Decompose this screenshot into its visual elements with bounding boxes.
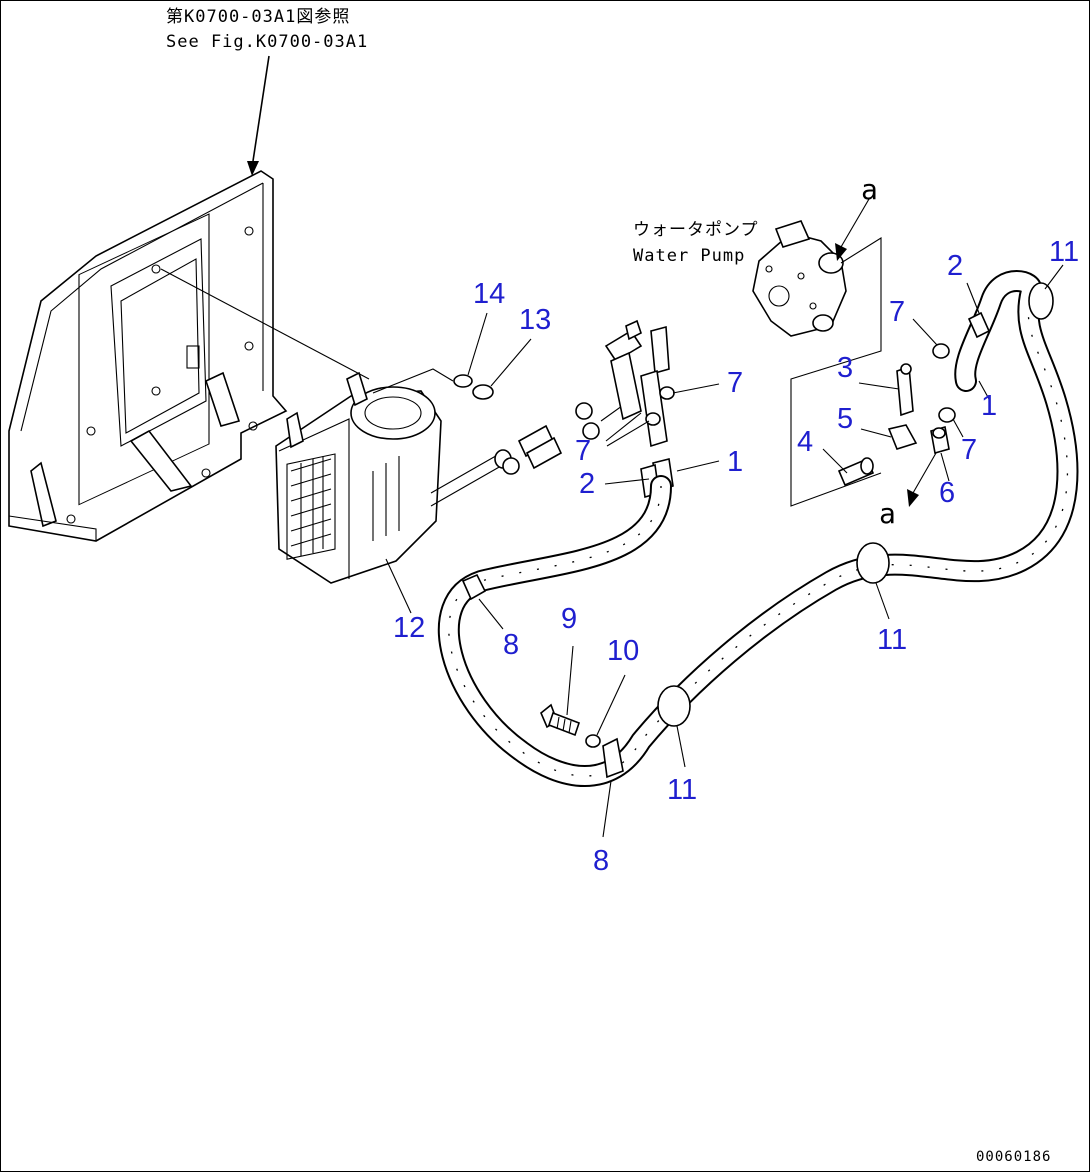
- callout-11b: 11: [877, 624, 907, 656]
- washer-part: [453, 374, 473, 388]
- callout-1a: 1: [727, 446, 743, 478]
- see-fig-en-text: See Fig.K0700-03A1: [166, 32, 368, 52]
- fitting-group-box: [790, 237, 882, 507]
- bolt-part: [540, 703, 581, 737]
- callout-8a: 8: [503, 629, 519, 661]
- callout-11c: 11: [667, 774, 697, 806]
- arrow-a-top-head: [835, 243, 847, 261]
- bracket-8-lower: [602, 737, 624, 779]
- callout-13-leader: [490, 338, 532, 387]
- callout-11c-leader: [676, 725, 686, 768]
- callout-3: 3: [837, 352, 853, 384]
- washer-10-part: [585, 734, 601, 748]
- callout-13: 13: [519, 304, 551, 336]
- callout-10-leader: [596, 674, 626, 736]
- callout-12-leader: [385, 558, 412, 614]
- callout-6: 6: [939, 477, 955, 509]
- heater-unit: [275, 371, 442, 584]
- callout-7c: 7: [889, 296, 905, 328]
- callout-8a-leader: [478, 598, 504, 630]
- callout-5-leader: [860, 428, 892, 438]
- callout-4: 4: [797, 426, 813, 458]
- callout-8b-leader: [602, 780, 612, 838]
- hose-2-right: [967, 311, 991, 339]
- arrow-a-bottom-head: [907, 489, 919, 507]
- clamp-7-right-top: [932, 343, 950, 359]
- bracket-8-upper: [461, 573, 487, 601]
- callout-7a: 7: [727, 367, 743, 399]
- callout-1b-leader: [978, 380, 990, 400]
- see-fig-jp-text: 第K0700-03A1図参照: [166, 7, 350, 27]
- clamp-11-lower: [657, 685, 691, 727]
- callout-5: 5: [837, 403, 853, 435]
- callout-9: 9: [561, 603, 577, 635]
- main-hose: [437, 270, 1079, 787]
- arrow-a-top-line: [840, 198, 870, 248]
- clamp-7-right-bottom: [938, 407, 956, 423]
- callout-6-leader: [940, 452, 950, 482]
- callout-9-leader: [566, 645, 574, 716]
- fitting-6: [930, 425, 950, 455]
- callout-1a-leader: [676, 460, 720, 472]
- callout-7d-leader: [952, 418, 964, 438]
- callout-7d: 7: [961, 434, 977, 466]
- water-pump-en-text: Water Pump: [633, 246, 745, 266]
- washer-leader: [372, 368, 454, 394]
- callout-2b-leader: [966, 282, 980, 314]
- nut-part: [472, 384, 494, 400]
- callout-14: 14: [473, 278, 505, 310]
- callout-7b: 7: [575, 435, 591, 467]
- callout-8b: 8: [593, 845, 609, 877]
- fitting-4: [837, 457, 875, 487]
- clamp-11-middle: [856, 542, 890, 584]
- reference-arrowhead: [247, 161, 259, 176]
- callout-3-leader: [858, 382, 900, 390]
- pipe-assembly: [604, 319, 675, 499]
- reference-leader: [252, 55, 270, 162]
- callout-10: 10: [607, 635, 639, 667]
- panel-to-heater-leader: [160, 268, 370, 380]
- callout-14-leader: [467, 312, 488, 376]
- callout-7a-leader: [672, 383, 720, 394]
- heater-pipes: [430, 395, 642, 507]
- callout-12: 12: [393, 612, 425, 644]
- callout-1b: 1: [981, 390, 997, 422]
- clamp-11-upper: [1028, 282, 1054, 320]
- callout-4-leader: [822, 448, 848, 474]
- fitting-3: [896, 363, 914, 417]
- callout-7c-leader: [912, 318, 938, 346]
- callout-7b-leader: [606, 420, 650, 447]
- fitting-5: [887, 424, 918, 450]
- callout-2a: 2: [579, 468, 595, 500]
- arrow-a-bottom-line: [912, 452, 937, 494]
- callout-11a-leader: [1044, 264, 1064, 290]
- callout-2a-leader: [604, 478, 650, 485]
- water-pump-jp-text: ウォータポンプ: [633, 220, 759, 240]
- drawing-number: 00060186: [976, 1149, 1051, 1165]
- label-a-bottom: a: [879, 497, 896, 530]
- label-a-top: a: [861, 173, 878, 206]
- mounting-panel: [8, 170, 288, 542]
- callout-2b: 2: [947, 250, 963, 282]
- callout-11b-leader: [875, 582, 890, 620]
- callout-11a: 11: [1049, 236, 1079, 268]
- water-pump: [752, 220, 847, 337]
